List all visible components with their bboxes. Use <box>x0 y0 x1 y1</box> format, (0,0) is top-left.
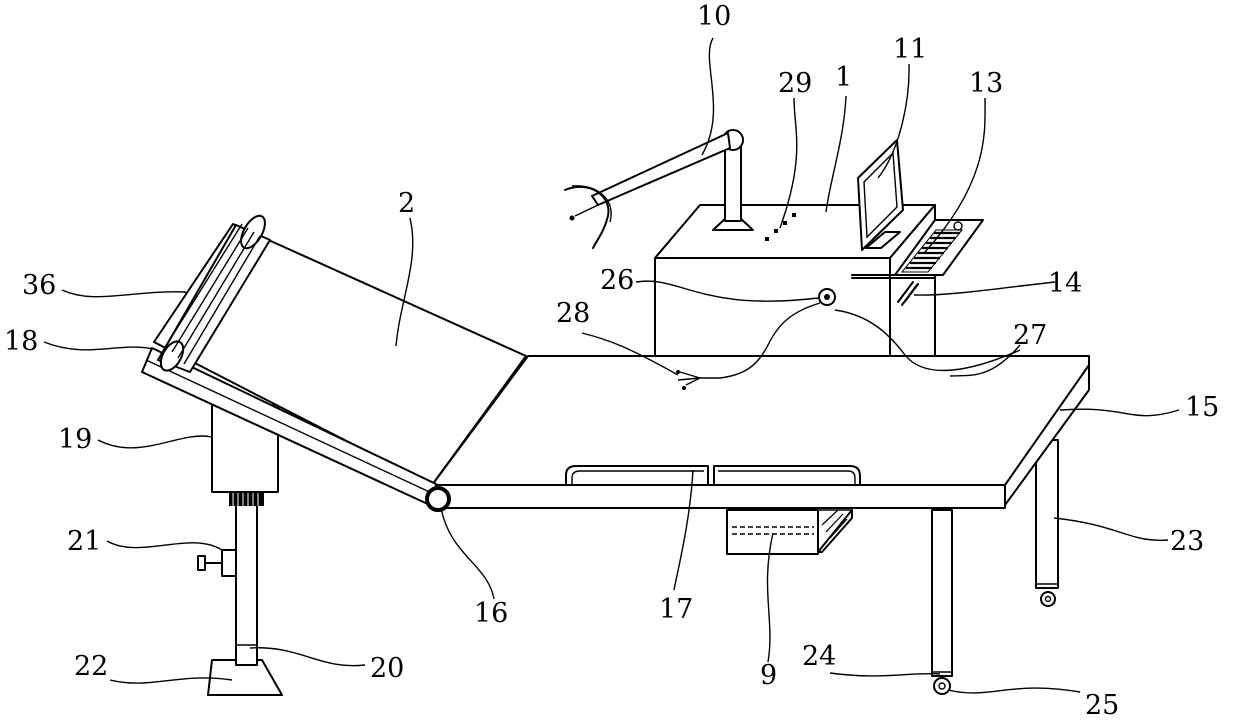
label-21: 21 <box>67 526 101 557</box>
label-24: 24 <box>802 641 836 672</box>
label-29: 29 <box>778 68 812 99</box>
drawer <box>727 510 852 554</box>
label-23: 23 <box>1170 526 1204 557</box>
button-dot <box>765 237 769 241</box>
support-column <box>198 405 282 695</box>
label-17: 17 <box>659 594 693 625</box>
label-16: 16 <box>474 598 508 629</box>
hinge <box>427 488 449 510</box>
label-2: 2 <box>398 188 415 219</box>
bed-top <box>432 356 1089 508</box>
label-18: 18 <box>4 326 38 357</box>
label-13: 13 <box>969 68 1003 99</box>
label-27: 27 <box>1013 320 1047 351</box>
label-26: 26 <box>600 265 634 296</box>
label-14: 14 <box>1048 268 1082 299</box>
label-19: 19 <box>58 424 92 455</box>
front-leg <box>932 510 952 694</box>
button-dot <box>792 213 796 217</box>
label-1: 1 <box>835 62 852 93</box>
label-15: 15 <box>1185 392 1219 423</box>
console-box <box>655 205 935 358</box>
lamp-arm <box>565 130 753 248</box>
label-9: 9 <box>760 660 777 691</box>
label-22: 22 <box>74 651 108 682</box>
label-36: 36 <box>22 270 56 301</box>
label-28: 28 <box>556 298 590 329</box>
label-20: 20 <box>370 653 404 684</box>
rear-leg <box>1036 440 1058 606</box>
label-10: 10 <box>697 1 731 32</box>
button-dot <box>783 221 787 225</box>
label-11: 11 <box>893 34 927 65</box>
button-dot <box>774 229 778 233</box>
label-25: 25 <box>1085 690 1119 721</box>
